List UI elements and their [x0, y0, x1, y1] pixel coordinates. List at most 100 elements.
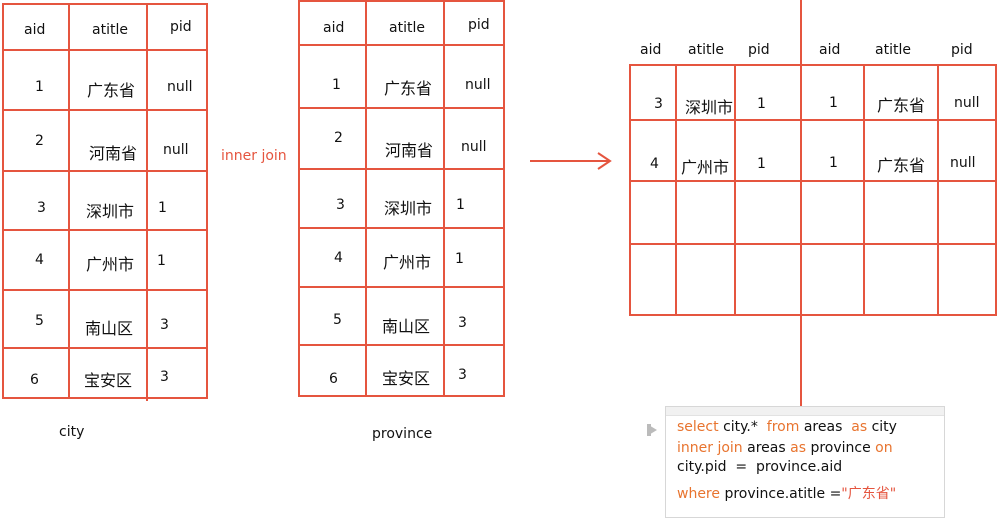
- table-cell: 1: [332, 77, 341, 93]
- table-cell: null: [167, 79, 193, 95]
- table-cell: 广东省: [87, 81, 136, 100]
- sql-text: city.pid: [677, 459, 727, 475]
- table-line: [146, 3, 148, 401]
- table-header: aid: [24, 22, 46, 38]
- table-line: [995, 64, 997, 316]
- table-header: atitle: [92, 22, 128, 38]
- table-cell: 广东省: [877, 96, 926, 115]
- sql-string: "广东省": [841, 486, 897, 502]
- sql-keyword: on: [875, 440, 893, 456]
- table-cell: 河南省: [385, 141, 434, 160]
- table-cell: 1: [829, 155, 838, 171]
- table-cell: null: [950, 155, 976, 171]
- table-cell: 1: [157, 253, 166, 269]
- table-header: atitle: [688, 42, 724, 58]
- table-line: [298, 286, 505, 288]
- table-line: [206, 3, 208, 399]
- table-cell: 宝安区: [382, 369, 431, 388]
- table-line: [734, 64, 736, 316]
- table-line: [2, 347, 208, 349]
- table-cell: 6: [329, 371, 338, 387]
- table-cell: 3: [160, 369, 169, 385]
- sql-line-3: city.pid = province.aid: [677, 459, 842, 475]
- table-line: [629, 64, 997, 66]
- table-line: [2, 397, 208, 399]
- table-cell: 1: [158, 200, 167, 216]
- table-line: [443, 0, 445, 397]
- table-line: [2, 3, 208, 5]
- table-cell: 5: [35, 313, 44, 329]
- table-caption: city: [59, 424, 85, 440]
- table-cell: 深圳市: [384, 199, 433, 218]
- table-cell: 4: [35, 252, 44, 268]
- table-cell: null: [163, 142, 189, 158]
- table-cell: 3: [458, 367, 467, 383]
- table-cell: 3: [37, 200, 46, 216]
- table-cell: 4: [334, 250, 343, 266]
- table-line: [2, 289, 208, 291]
- sql-text: province: [810, 440, 871, 456]
- table-line: [298, 227, 505, 229]
- table-line: [298, 0, 505, 2]
- table-cell: 南山区: [85, 319, 134, 338]
- table-header: aid: [323, 20, 345, 36]
- table-cell: null: [954, 95, 980, 111]
- table-line: [629, 119, 997, 121]
- table-line: [629, 64, 631, 316]
- table-cell: 1: [757, 156, 766, 172]
- sql-text: city.*: [723, 419, 758, 435]
- table-cell: 广州市: [383, 253, 432, 272]
- table-cell: 1: [35, 79, 44, 95]
- sql-text: province.aid: [756, 459, 843, 475]
- table-line: [2, 3, 4, 399]
- table-header: atitle: [389, 20, 425, 36]
- sql-keyword: as: [790, 440, 806, 456]
- sql-line-2: inner join areas as province on: [677, 440, 893, 456]
- table-line: [68, 3, 70, 397]
- sql-line-4: where province.atitle ="广东省": [677, 483, 896, 503]
- table-line: [298, 0, 300, 397]
- table-cell: 广东省: [384, 79, 433, 98]
- table-cell: 2: [35, 133, 44, 149]
- table-header: pid: [748, 42, 770, 58]
- table-cell: 1: [829, 95, 838, 111]
- table-cell: 5: [333, 312, 342, 328]
- table-cell: 4: [650, 156, 659, 172]
- table-line: [503, 0, 505, 397]
- sql-keyword: select: [677, 419, 719, 435]
- table-cell: 1: [757, 96, 766, 112]
- table-cell: 6: [30, 372, 39, 388]
- table-line: [629, 243, 997, 245]
- editor-grip[interactable]: [666, 407, 944, 416]
- sql-text: city: [871, 419, 897, 435]
- sql-line-1: select city.* from areas as city: [677, 419, 897, 435]
- table-line: [2, 49, 208, 51]
- table-cell: 广州市: [86, 255, 135, 274]
- sql-keyword: where: [677, 486, 720, 502]
- table-line: [365, 0, 367, 397]
- table-line: [863, 64, 865, 316]
- table-header: pid: [951, 42, 973, 58]
- table-cell: 3: [654, 96, 663, 112]
- sql-keyword: inner join: [677, 440, 743, 456]
- table-line: [298, 344, 505, 346]
- table-cell: 南山区: [382, 317, 431, 336]
- table-cell: 3: [160, 317, 169, 333]
- table-cell: 深圳市: [685, 98, 734, 117]
- table-caption: province: [372, 426, 433, 442]
- sql-keyword: from: [766, 419, 800, 435]
- table-cell: 深圳市: [86, 202, 135, 221]
- table-line: [298, 44, 505, 46]
- sql-text: areas: [747, 440, 786, 456]
- table-line: [629, 314, 997, 316]
- sql-text: areas: [803, 419, 843, 435]
- table-cell: null: [461, 139, 487, 155]
- sql-text: province.atitle =: [724, 486, 842, 502]
- table-cell: 1: [455, 251, 464, 267]
- table-line: [2, 170, 208, 172]
- table-header: aid: [819, 42, 841, 58]
- table-line: [629, 180, 997, 182]
- divider-line: [800, 0, 802, 410]
- table-cell: 1: [456, 197, 465, 213]
- sql-editor[interactable]: select city.* from areas as city inner j…: [665, 406, 945, 518]
